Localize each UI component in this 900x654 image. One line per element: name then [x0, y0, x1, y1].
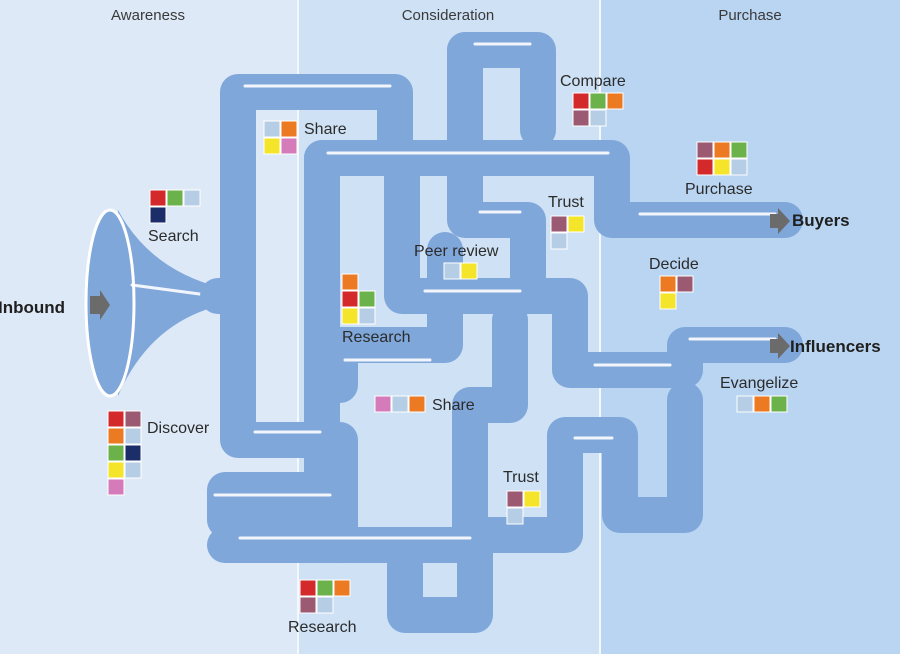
- step-label-compare: Compare: [560, 73, 626, 90]
- step-label-trust: Trust: [548, 194, 584, 211]
- color-tile: [697, 142, 713, 158]
- color-tile: [108, 428, 124, 444]
- color-tile: [150, 190, 166, 206]
- color-tile: [524, 491, 540, 507]
- color-tile: [507, 491, 523, 507]
- color-tile: [461, 263, 477, 279]
- color-tile: [573, 93, 589, 109]
- color-tile: [573, 110, 589, 126]
- peer-review-tiles: [444, 263, 477, 279]
- color-tile: [359, 308, 375, 324]
- color-tile: [714, 159, 730, 175]
- color-tile: [590, 110, 606, 126]
- step-label-share: Share: [304, 121, 347, 138]
- color-tile: [317, 580, 333, 596]
- output-label-buyers: Buyers: [792, 211, 850, 230]
- color-tile: [342, 308, 358, 324]
- color-tile: [507, 508, 523, 524]
- color-tile: [375, 396, 391, 412]
- output-label-influencers: Influencers: [790, 337, 881, 356]
- color-tile: [264, 121, 280, 137]
- stage-label-awareness: Awareness: [111, 7, 185, 24]
- color-tile: [731, 159, 747, 175]
- color-tile: [660, 293, 676, 309]
- step-label-decide: Decide: [649, 256, 699, 273]
- color-tile: [184, 190, 200, 206]
- color-tile: [334, 580, 350, 596]
- evangelize-tiles: [737, 396, 787, 412]
- share-mid-tiles: [375, 396, 425, 412]
- purchase-tiles: [697, 142, 747, 175]
- color-tile: [167, 190, 183, 206]
- color-tile: [281, 121, 297, 137]
- color-tile: [150, 207, 166, 223]
- color-tile: [108, 445, 124, 461]
- color-tile: [677, 276, 693, 292]
- color-tile: [108, 411, 124, 427]
- color-tile: [444, 263, 460, 279]
- stage-label-purchase: Purchase: [718, 7, 781, 24]
- color-tile: [551, 233, 567, 249]
- color-tile: [771, 396, 787, 412]
- color-tile: [108, 479, 124, 495]
- step-label-research: Research: [288, 619, 356, 636]
- color-tile: [714, 142, 730, 158]
- color-tile: [125, 411, 141, 427]
- color-tile: [607, 93, 623, 109]
- color-tile: [342, 291, 358, 307]
- color-tile: [359, 291, 375, 307]
- step-label-search: Search: [148, 228, 199, 245]
- color-tile: [590, 93, 606, 109]
- color-tile: [697, 159, 713, 175]
- color-tile: [409, 396, 425, 412]
- color-tile: [754, 396, 770, 412]
- color-tile: [731, 142, 747, 158]
- step-label-trust: Trust: [503, 469, 539, 486]
- color-tile: [551, 216, 567, 232]
- entry-label: Inbound: [0, 298, 65, 317]
- share-tiles: [264, 121, 297, 154]
- color-tile: [300, 597, 316, 613]
- color-tile: [125, 462, 141, 478]
- color-tile: [660, 276, 676, 292]
- color-tile: [300, 580, 316, 596]
- color-tile: [342, 274, 358, 290]
- step-label-discover: Discover: [147, 420, 210, 437]
- color-tile: [281, 138, 297, 154]
- step-label-research: Research: [342, 329, 410, 346]
- color-tile: [568, 216, 584, 232]
- color-tile: [125, 428, 141, 444]
- step-label-peer-review: Peer review: [414, 243, 499, 260]
- step-label-purchase: Purchase: [685, 181, 753, 198]
- color-tile: [317, 597, 333, 613]
- color-tile: [737, 396, 753, 412]
- step-label-share: Share: [432, 397, 475, 414]
- stage-label-consideration: Consideration: [402, 7, 495, 24]
- color-tile: [108, 462, 124, 478]
- step-label-evangelize: Evangelize: [720, 375, 798, 392]
- color-tile: [392, 396, 408, 412]
- color-tile: [264, 138, 280, 154]
- color-tile: [125, 445, 141, 461]
